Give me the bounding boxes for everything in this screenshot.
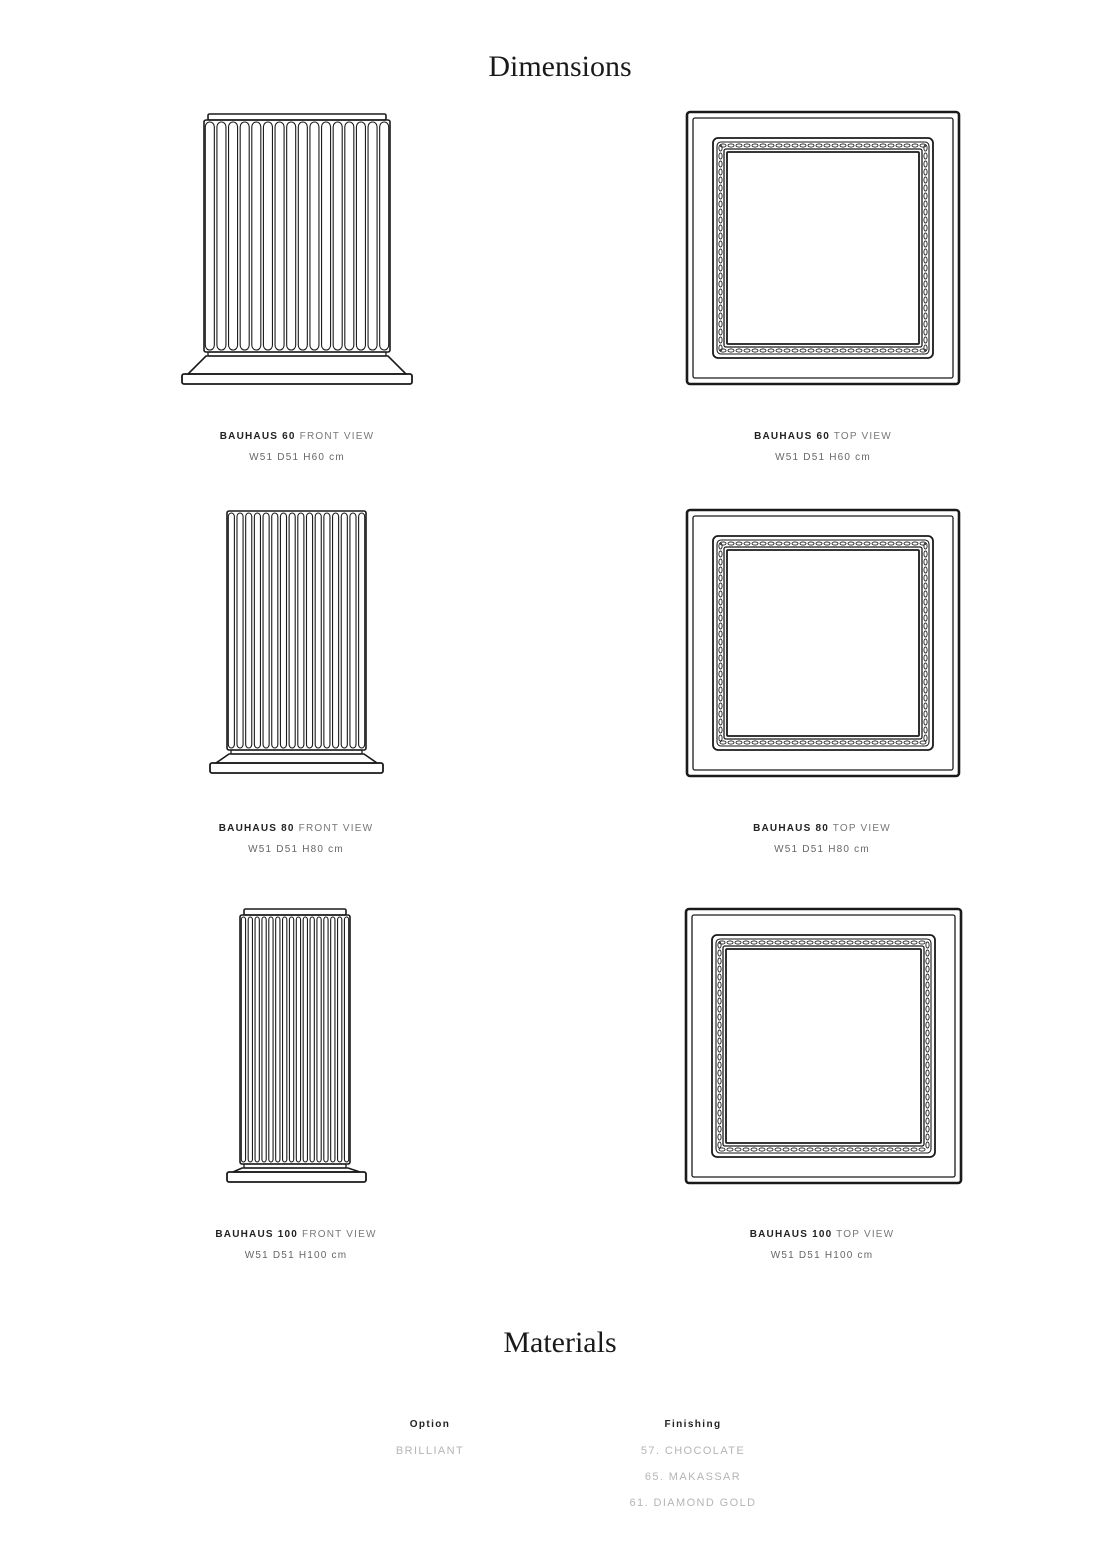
size-label: W51 D51 H100 cm xyxy=(770,1250,874,1261)
bauhaus-80-front-view-drawing xyxy=(209,510,384,774)
bauhaus-60-front-view-drawing xyxy=(181,113,413,385)
size-label: W51 D51 H60 cm xyxy=(249,452,345,463)
bauhaus-80-top-view-drawing xyxy=(685,508,961,778)
caption-bauhaus-100-front: BAUHAUS 100 FRONT VIEW W51 D51 H100 cm xyxy=(96,1228,496,1261)
caption-bauhaus-80-top: BAUHAUS 80 TOP VIEW W51 D51 H80 cm xyxy=(622,822,1022,855)
bauhaus-100-front-view-drawing xyxy=(226,908,367,1183)
bauhaus-100-top-view-drawing xyxy=(684,907,963,1185)
finishing-header: Finishing xyxy=(664,1419,722,1430)
option-header: Option xyxy=(409,1419,451,1430)
caption-bauhaus-100-top: BAUHAUS 100 TOP VIEW W51 D51 H100 cm xyxy=(622,1228,1022,1261)
product-name: BAUHAUS 60 xyxy=(219,431,296,442)
dimensions-heading: Dimensions xyxy=(488,50,632,83)
size-label: W51 D51 H80 cm xyxy=(248,844,344,855)
finishing-value[interactable]: 61. DIAMOND GOLD xyxy=(629,1497,757,1509)
materials-heading: Materials xyxy=(503,1326,617,1359)
view-label: FRONT VIEW xyxy=(302,1229,377,1240)
bauhaus-60-top-view-drawing xyxy=(685,110,961,386)
size-label: W51 D51 H60 cm xyxy=(775,452,871,463)
size-label: W51 D51 H80 cm xyxy=(774,844,870,855)
product-name: BAUHAUS 100 xyxy=(215,1229,299,1240)
option-value[interactable]: BRILLIANT xyxy=(395,1445,465,1457)
view-label: FRONT VIEW xyxy=(299,431,375,442)
view-label: TOP VIEW xyxy=(833,431,892,442)
caption-bauhaus-60-front: BAUHAUS 60 FRONT VIEW W51 D51 H60 cm xyxy=(97,430,497,463)
view-label: TOP VIEW xyxy=(832,823,891,834)
product-name: BAUHAUS 100 xyxy=(749,1229,833,1240)
product-name: BAUHAUS 80 xyxy=(753,823,829,834)
view-label: TOP VIEW xyxy=(836,1229,895,1240)
size-label: W51 D51 H100 cm xyxy=(244,1250,348,1261)
caption-bauhaus-80-front: BAUHAUS 80 FRONT VIEW W51 D51 H80 cm xyxy=(96,822,496,855)
product-name: BAUHAUS 60 xyxy=(754,431,830,442)
materials-finishing-column: Finishing 57. CHOCOLATE 65. MAKASSAR 61.… xyxy=(593,1418,793,1510)
finishing-value[interactable]: 57. CHOCOLATE xyxy=(640,1445,746,1457)
finishing-value[interactable]: 65. MAKASSAR xyxy=(644,1471,742,1483)
view-label: FRONT VIEW xyxy=(298,823,374,834)
materials-option-column: Option BRILLIANT xyxy=(330,1418,530,1458)
product-name: BAUHAUS 80 xyxy=(218,823,295,834)
caption-bauhaus-60-top: BAUHAUS 60 TOP VIEW W51 D51 H60 cm xyxy=(623,430,1023,463)
